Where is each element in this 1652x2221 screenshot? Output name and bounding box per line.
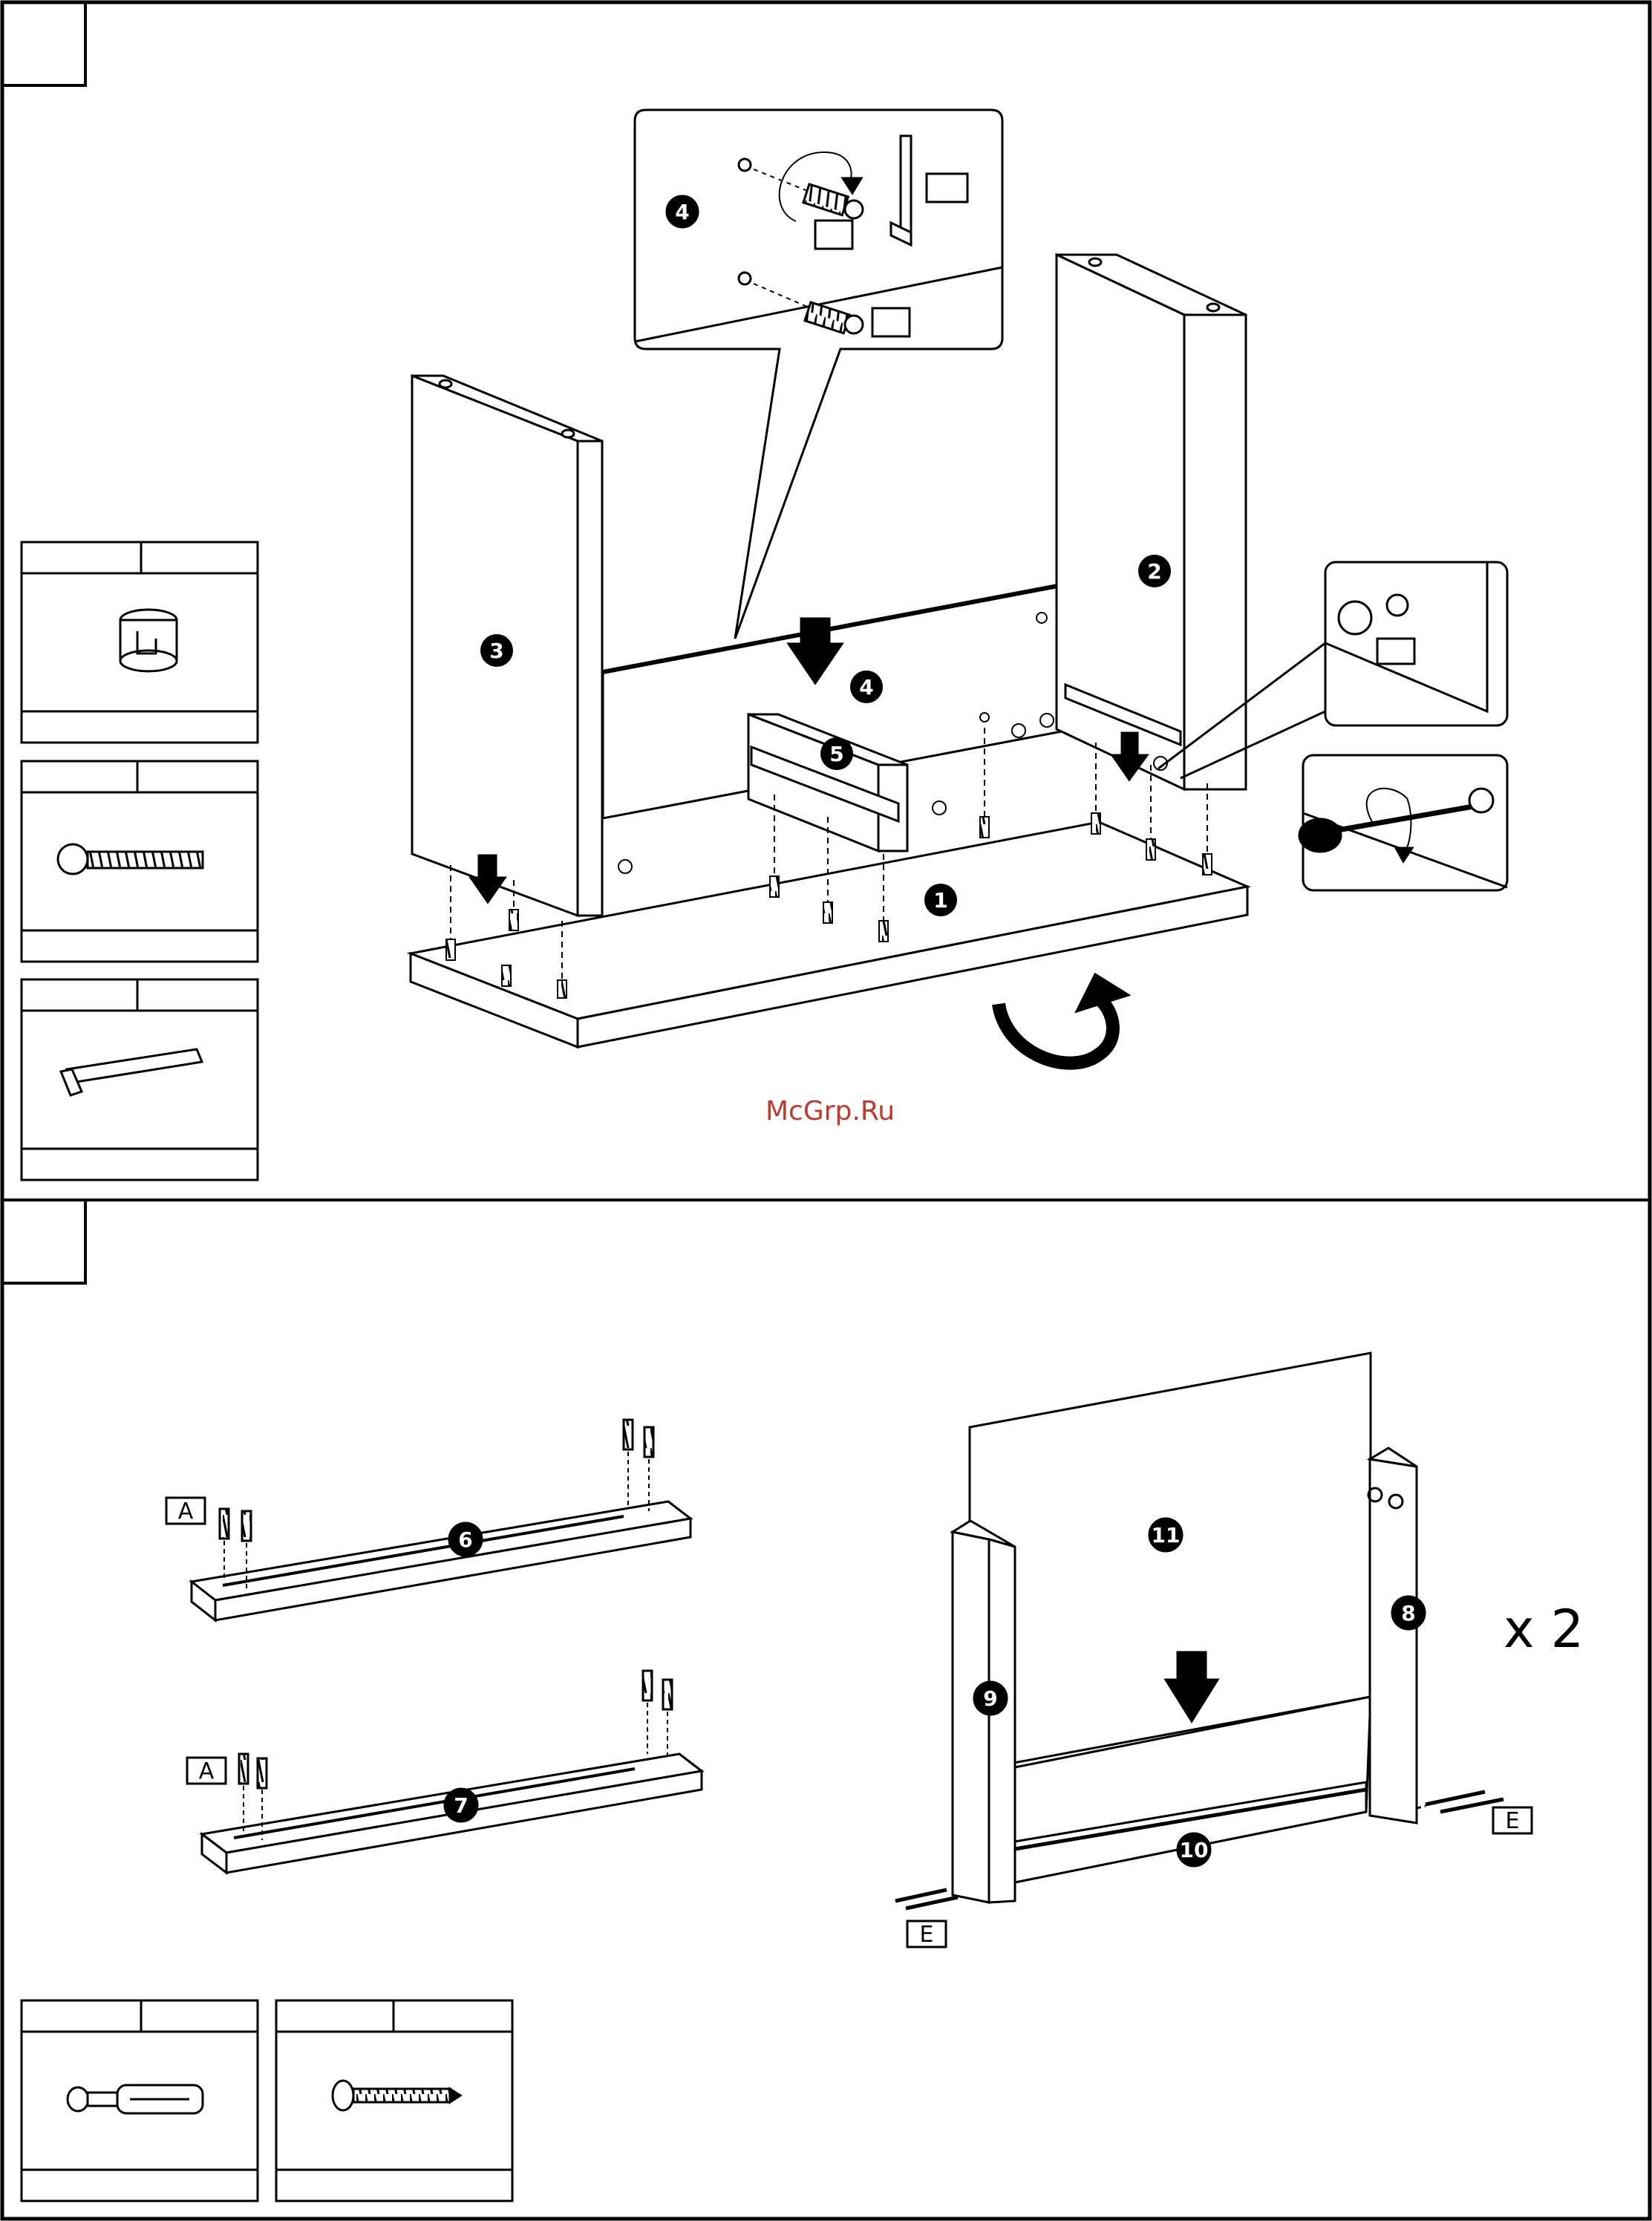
- panel-6: [166, 1420, 690, 1620]
- step-number-box-2: [2, 1200, 85, 1283]
- parts-box-hex-key: [22, 979, 258, 1180]
- callout-8: 8: [1401, 1601, 1415, 1625]
- detail-bubble-screwdriver: [1299, 755, 1507, 890]
- panel-2-edge: [1184, 315, 1246, 789]
- panel-3-edge: [578, 441, 602, 916]
- rotate-arrow: [999, 999, 1113, 1063]
- detail-bubble-4: [635, 110, 1002, 639]
- wood-screw-icon: [333, 2081, 460, 2110]
- callout-6: 6: [458, 1527, 472, 1552]
- callout-10: 10: [1180, 1838, 1209, 1862]
- callout-9: 9: [983, 1686, 997, 1711]
- hex-key-icon: [61, 1049, 202, 1095]
- panel-8: [1370, 1459, 1417, 1823]
- detail-callout-label: 4: [675, 200, 689, 224]
- letter-a-6: A: [178, 1498, 194, 1524]
- dowel-bolt-icon: [68, 2085, 203, 2113]
- callout-2: 2: [1147, 559, 1161, 584]
- parts-box-cam-bolt: [22, 761, 258, 962]
- letter-e-left: E: [920, 1922, 934, 1948]
- callout-7: 7: [454, 1793, 468, 1818]
- step-number-box-1: [2, 2, 85, 85]
- parts-box-cam-lock: [22, 542, 258, 743]
- callout-4: 4: [859, 675, 873, 699]
- letter-e-right: E: [1506, 1808, 1520, 1834]
- cam-lock-icon: [120, 610, 177, 671]
- hex-key-detail: [901, 136, 911, 232]
- callout-5: 5: [829, 742, 843, 766]
- callout-11: 11: [1152, 1523, 1181, 1547]
- letter-a-7: A: [199, 1758, 215, 1784]
- callout-3: 3: [489, 639, 503, 663]
- parts-box-wood-screw: [276, 2000, 512, 2201]
- callout-1: 1: [933, 888, 947, 913]
- parts-box-dowel-bolt: [22, 2000, 258, 2201]
- panel-7: [187, 1671, 702, 1873]
- panel-9: [953, 1532, 989, 1902]
- multiplier-label: x 2: [1504, 1599, 1584, 1660]
- cam-lock-detail: [1339, 601, 1371, 634]
- watermark-text: McGrp.Ru: [765, 1096, 895, 1126]
- cam-bolt-icon: [58, 844, 203, 874]
- drawer-frame: [895, 1353, 1532, 1947]
